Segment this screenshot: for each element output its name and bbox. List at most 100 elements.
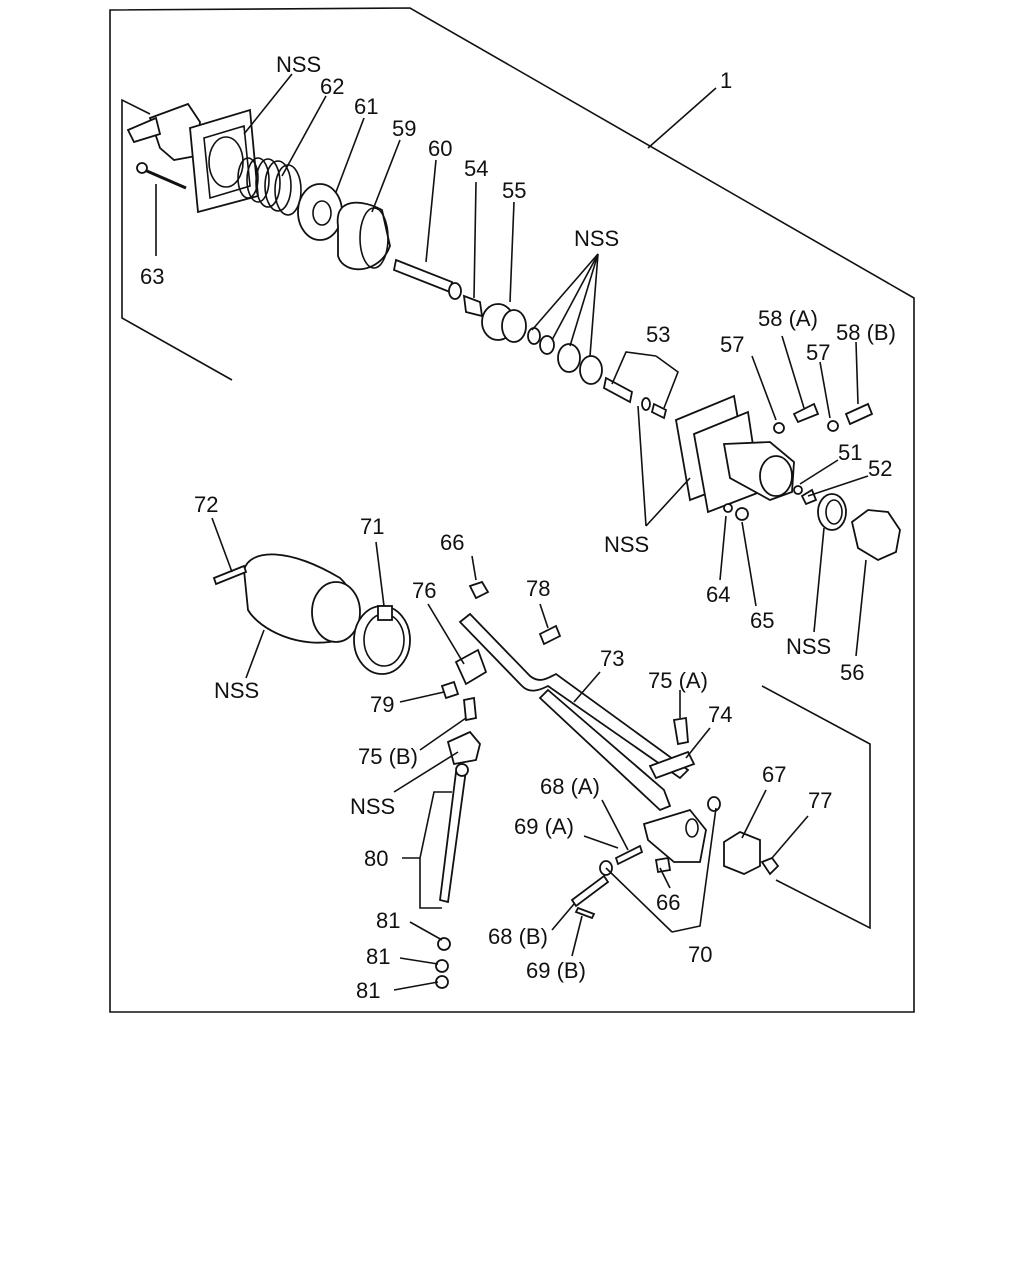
seal-ring-3 — [557, 343, 581, 373]
label-66-upper: 66 — [440, 530, 464, 555]
bushing-70 — [707, 796, 721, 812]
label-nss-gasket: NSS — [786, 634, 831, 659]
pin-69b — [574, 906, 596, 920]
flange-left-bore — [208, 136, 244, 188]
label-73: 73 — [600, 646, 624, 671]
label-nss-boot: NSS — [214, 678, 259, 703]
nut-81-a — [437, 937, 451, 951]
bolt-63-head — [136, 162, 148, 174]
fitting-58a — [792, 402, 820, 424]
pin-68a — [614, 844, 644, 866]
label-75b: 75 (B) — [358, 744, 418, 769]
washer-61 — [297, 183, 343, 241]
clamp-71-screw — [377, 605, 393, 621]
label-70: 70 — [688, 942, 712, 967]
bracket-70-hole — [685, 818, 699, 838]
housing-lug — [126, 116, 162, 144]
label-57-b: 57 — [806, 340, 830, 365]
sleeve-55-face — [501, 309, 527, 343]
label-78: 78 — [526, 576, 550, 601]
label-61: 61 — [354, 94, 378, 119]
label-nss-seals: NSS — [574, 226, 619, 251]
label-55: 55 — [502, 178, 526, 203]
label-57-a: 57 — [720, 332, 744, 357]
label-81-a: 81 — [376, 908, 400, 933]
lever-73 — [458, 612, 690, 780]
label-nss-valve: NSS — [604, 532, 649, 557]
washer-57-a — [773, 422, 785, 434]
washer-64 — [723, 503, 733, 513]
label-69b: 69 (B) — [526, 958, 586, 983]
label-77: 77 — [808, 788, 832, 813]
rod-60-end — [448, 282, 462, 300]
boot-mouth — [311, 581, 361, 643]
label-60: 60 — [428, 136, 452, 161]
label-65: 65 — [750, 608, 774, 633]
label-81-b: 81 — [366, 944, 390, 969]
label-79: 79 — [370, 692, 394, 717]
parts-upper — [126, 102, 901, 562]
spring-54 — [462, 294, 484, 318]
label-52: 52 — [868, 456, 892, 481]
label-58b: 58 (B) — [836, 320, 896, 345]
bolt-75b — [463, 696, 477, 722]
nut-77 — [760, 856, 780, 876]
label-58a: 58 (A) — [758, 306, 818, 331]
washer-61-hole — [312, 200, 332, 226]
valve-53-pin — [650, 402, 668, 420]
rod-80-eye — [455, 763, 469, 777]
bracket-upper-left — [121, 98, 233, 381]
gasket-nss-inner — [825, 499, 843, 525]
flange-left-inner — [203, 124, 251, 200]
nut-65 — [735, 507, 749, 521]
label-nss-bushing: NSS — [350, 794, 395, 819]
leader-lines — [155, 73, 869, 991]
seal-ring-4 — [579, 355, 603, 385]
label-67: 67 — [762, 762, 786, 787]
washer-57-b — [827, 420, 839, 432]
nut-66-lower — [654, 856, 672, 874]
nut-79 — [440, 680, 460, 700]
block-67 — [723, 830, 761, 875]
bushing-nss — [446, 730, 481, 766]
parts-lower — [212, 553, 780, 989]
label-1: 1 — [720, 68, 732, 93]
spring-52 — [800, 488, 818, 506]
label-75a: 75 (A) — [648, 668, 708, 693]
lever-73-lower — [538, 688, 672, 812]
bracket-76 — [454, 648, 488, 686]
nut-81-b — [435, 959, 449, 973]
bolt-63 — [139, 166, 187, 190]
label-80: 80 — [364, 846, 388, 871]
bolt-75a — [672, 716, 689, 746]
label-68a: 68 (A) — [540, 774, 600, 799]
callout-labels: 1 NSS 62 61 59 60 54 55 NSS 63 53 57 58 … — [140, 52, 896, 1003]
bracket-70 — [642, 808, 707, 863]
plug-56 — [850, 509, 901, 562]
cup-59 — [336, 201, 391, 271]
housing-right-bore — [759, 455, 793, 497]
label-56: 56 — [840, 660, 864, 685]
seal-ring-1 — [527, 327, 541, 345]
label-59: 59 — [392, 116, 416, 141]
leader-1 — [647, 87, 717, 149]
pin-72 — [212, 564, 248, 586]
pin-68b — [570, 874, 610, 908]
label-54: 54 — [464, 156, 488, 181]
label-64: 64 — [706, 582, 730, 607]
rod-80 — [439, 768, 468, 904]
valve-53-seal — [641, 397, 651, 411]
seal-ring-2 — [539, 335, 555, 355]
bracket-lower-right — [761, 685, 871, 930]
label-72: 72 — [194, 492, 218, 517]
nut-66-upper — [468, 580, 490, 600]
ball-51 — [793, 485, 803, 495]
rod-60 — [392, 258, 454, 294]
label-69a: 69 (A) — [514, 814, 574, 839]
label-71: 71 — [360, 514, 384, 539]
label-53: 53 — [646, 322, 670, 347]
label-63: 63 — [140, 264, 164, 289]
valve-53 — [602, 376, 634, 404]
bolt-78 — [538, 624, 562, 646]
